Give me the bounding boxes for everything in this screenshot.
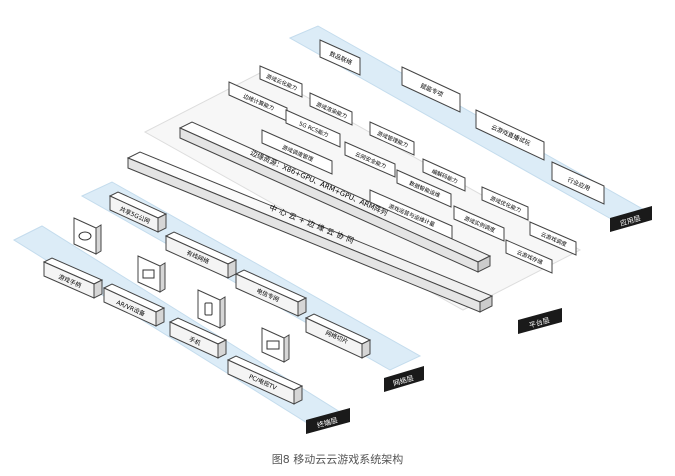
gamepad-icon [73, 217, 102, 255]
application-layer-tag: 应用层 [610, 206, 652, 232]
network-box-1: 共享5G公网 [108, 191, 168, 233]
terminal-box-2: AR/VR设备 [102, 283, 166, 327]
platform-layer-tag: 平台层 [518, 308, 562, 334]
network-box-4: 网络切片 [304, 313, 372, 359]
app-box-1: 数品联络 [319, 39, 361, 76]
pc-tv-icon [261, 327, 290, 363]
platform-layer: 游戏云化能力 边缘计算能力 游戏渲染能力 5G RCS能力 游戏管理能力 游戏调… [126, 65, 582, 334]
mobile-phone-icon [197, 289, 226, 329]
terminal-layer: 游戏手柄 AR/VR设备 手机 PC/电视TV 终端层 [12, 217, 350, 434]
app-box-4: 行业应用 [551, 161, 605, 205]
network-layer-tag: 网络层 [384, 366, 424, 392]
terminal-box-3: 手机 [168, 317, 228, 359]
network-box-2: 有线网络 [164, 231, 238, 279]
app-box-2: 赋能专项 [401, 66, 461, 113]
center-edge-bar: 中心云+边缘云协同 [126, 151, 494, 313]
terminal-layer-tag: 终端层 [306, 408, 350, 434]
vr-headset-icon [137, 255, 166, 293]
figure-caption: 图8 移动云云游戏系统架构 [271, 453, 404, 466]
network-box-3: 电信专网 [234, 269, 308, 317]
network-layer: 共享5G公网 有线网络 电信专网 网络切片 网络层 [80, 181, 424, 392]
